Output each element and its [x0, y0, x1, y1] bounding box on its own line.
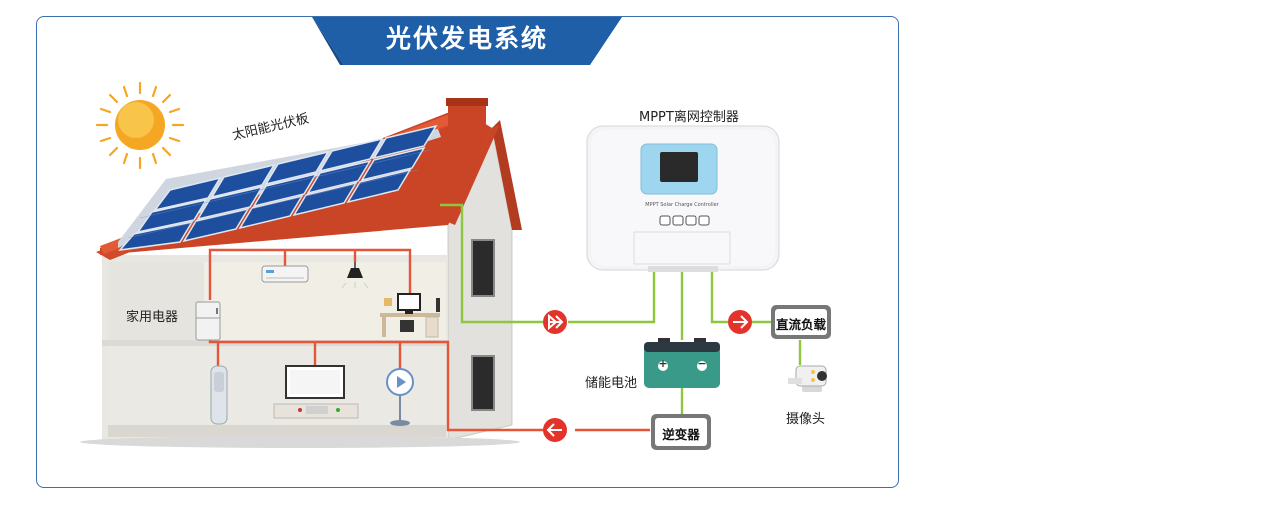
- mppt-controller: [586, 125, 780, 272]
- battery-icon: [644, 338, 720, 388]
- appliances-label: 家用电器: [126, 310, 179, 325]
- solar-panel-array: [118, 124, 441, 252]
- ceiling-lamp-icon: [341, 262, 369, 289]
- tv-icon: [273, 365, 359, 419]
- title-banner: [312, 17, 622, 65]
- camera-icon: [788, 365, 827, 392]
- air-conditioner-icon: [261, 265, 309, 283]
- battery-minus: −: [697, 357, 707, 370]
- dc-load-box: [771, 305, 831, 339]
- dc-load-label: 直流负载: [775, 317, 826, 332]
- diagram-title: 光伏发电系统: [385, 24, 548, 53]
- camera-label: 摄像头: [786, 412, 826, 427]
- dc-wiring: [440, 203, 802, 414]
- inverter-label: 逆变器: [662, 427, 700, 442]
- controller-screen-text: MPPT Solar Charge Controller: [645, 202, 719, 208]
- flow-arrow-icon: [543, 418, 567, 442]
- air-purifier-icon: [210, 365, 228, 425]
- sun-icon: [95, 81, 185, 170]
- flow-arrow-icon: [543, 310, 567, 334]
- battery-label: 储能电池: [585, 376, 638, 391]
- battery-plus: +: [658, 357, 668, 370]
- desk-computer-icon: [380, 293, 440, 338]
- fan-icon: [386, 368, 414, 426]
- inverter-box: [651, 414, 711, 450]
- refrigerator-icon: [195, 301, 221, 341]
- flow-arrow-icon: [728, 310, 752, 334]
- controller-label: MPPT离网控制器: [639, 110, 739, 125]
